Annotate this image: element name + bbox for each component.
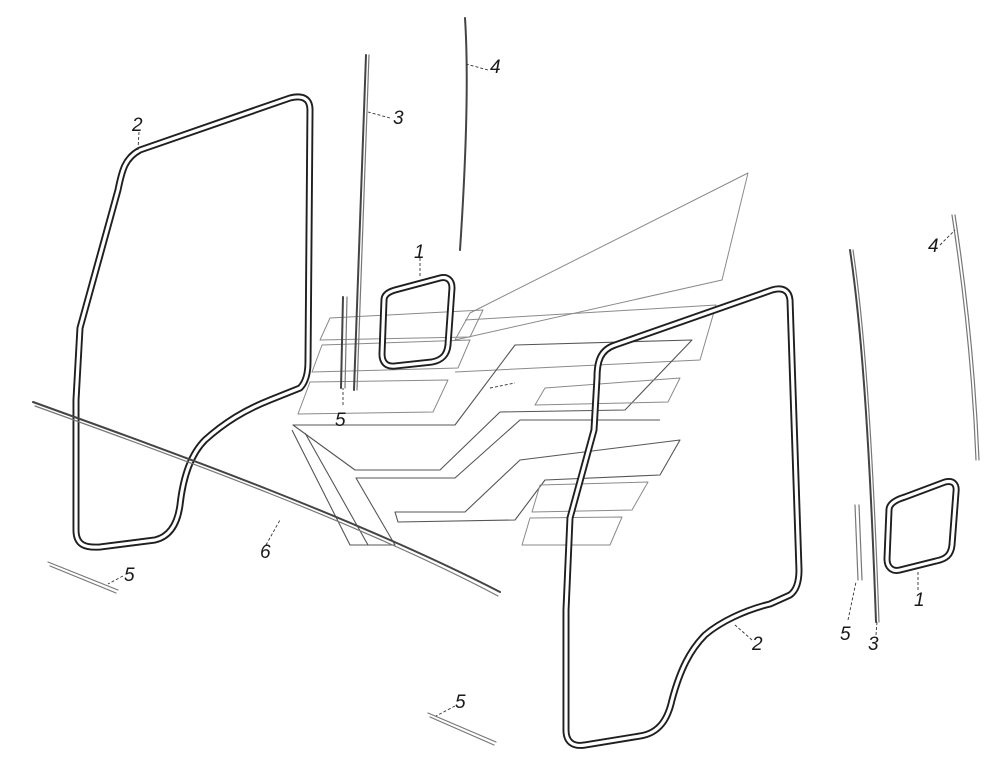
callout-right-strip-5: 5 [840, 624, 851, 645]
callout-right-strip-4: 4 [928, 236, 939, 257]
callout-left-strip-4: 4 [490, 57, 501, 78]
right-glass-run-strip [849, 249, 880, 623]
left-outer-strip [459, 17, 468, 251]
callout-left-strip-5-upper: 5 [335, 410, 346, 431]
right-vent-window-seal [883, 478, 960, 574]
long-cord [32, 401, 501, 597]
callout-cord-6: 6 [260, 542, 271, 563]
callout-right-strip-3: 3 [868, 634, 879, 655]
right-short-strip [854, 504, 863, 581]
callout-bottom-strip-5: 5 [455, 692, 466, 713]
bottom-short-piece [427, 712, 497, 746]
callout-left-door-seal-2: 2 [131, 115, 143, 136]
left-short-piece-lower [47, 561, 119, 594]
callout-left-strip-3: 3 [393, 108, 404, 129]
callout-left-window-seal-1: 1 [414, 242, 425, 263]
left-door-seal [72, 93, 314, 551]
right-outer-strip [951, 214, 980, 461]
callout-left-strip-5-lower: 5 [124, 565, 135, 586]
cab-body-frame [291, 172, 749, 546]
left-glass-run-strip [353, 54, 370, 391]
left-vent-window-seal [378, 274, 456, 370]
left-short-strip-upper [340, 296, 348, 389]
callout-right-window-seal-1: 1 [914, 590, 925, 611]
callout-right-door-seal-2: 2 [751, 634, 763, 655]
leader-lines [107, 63, 956, 717]
right-door-seal [562, 285, 803, 749]
